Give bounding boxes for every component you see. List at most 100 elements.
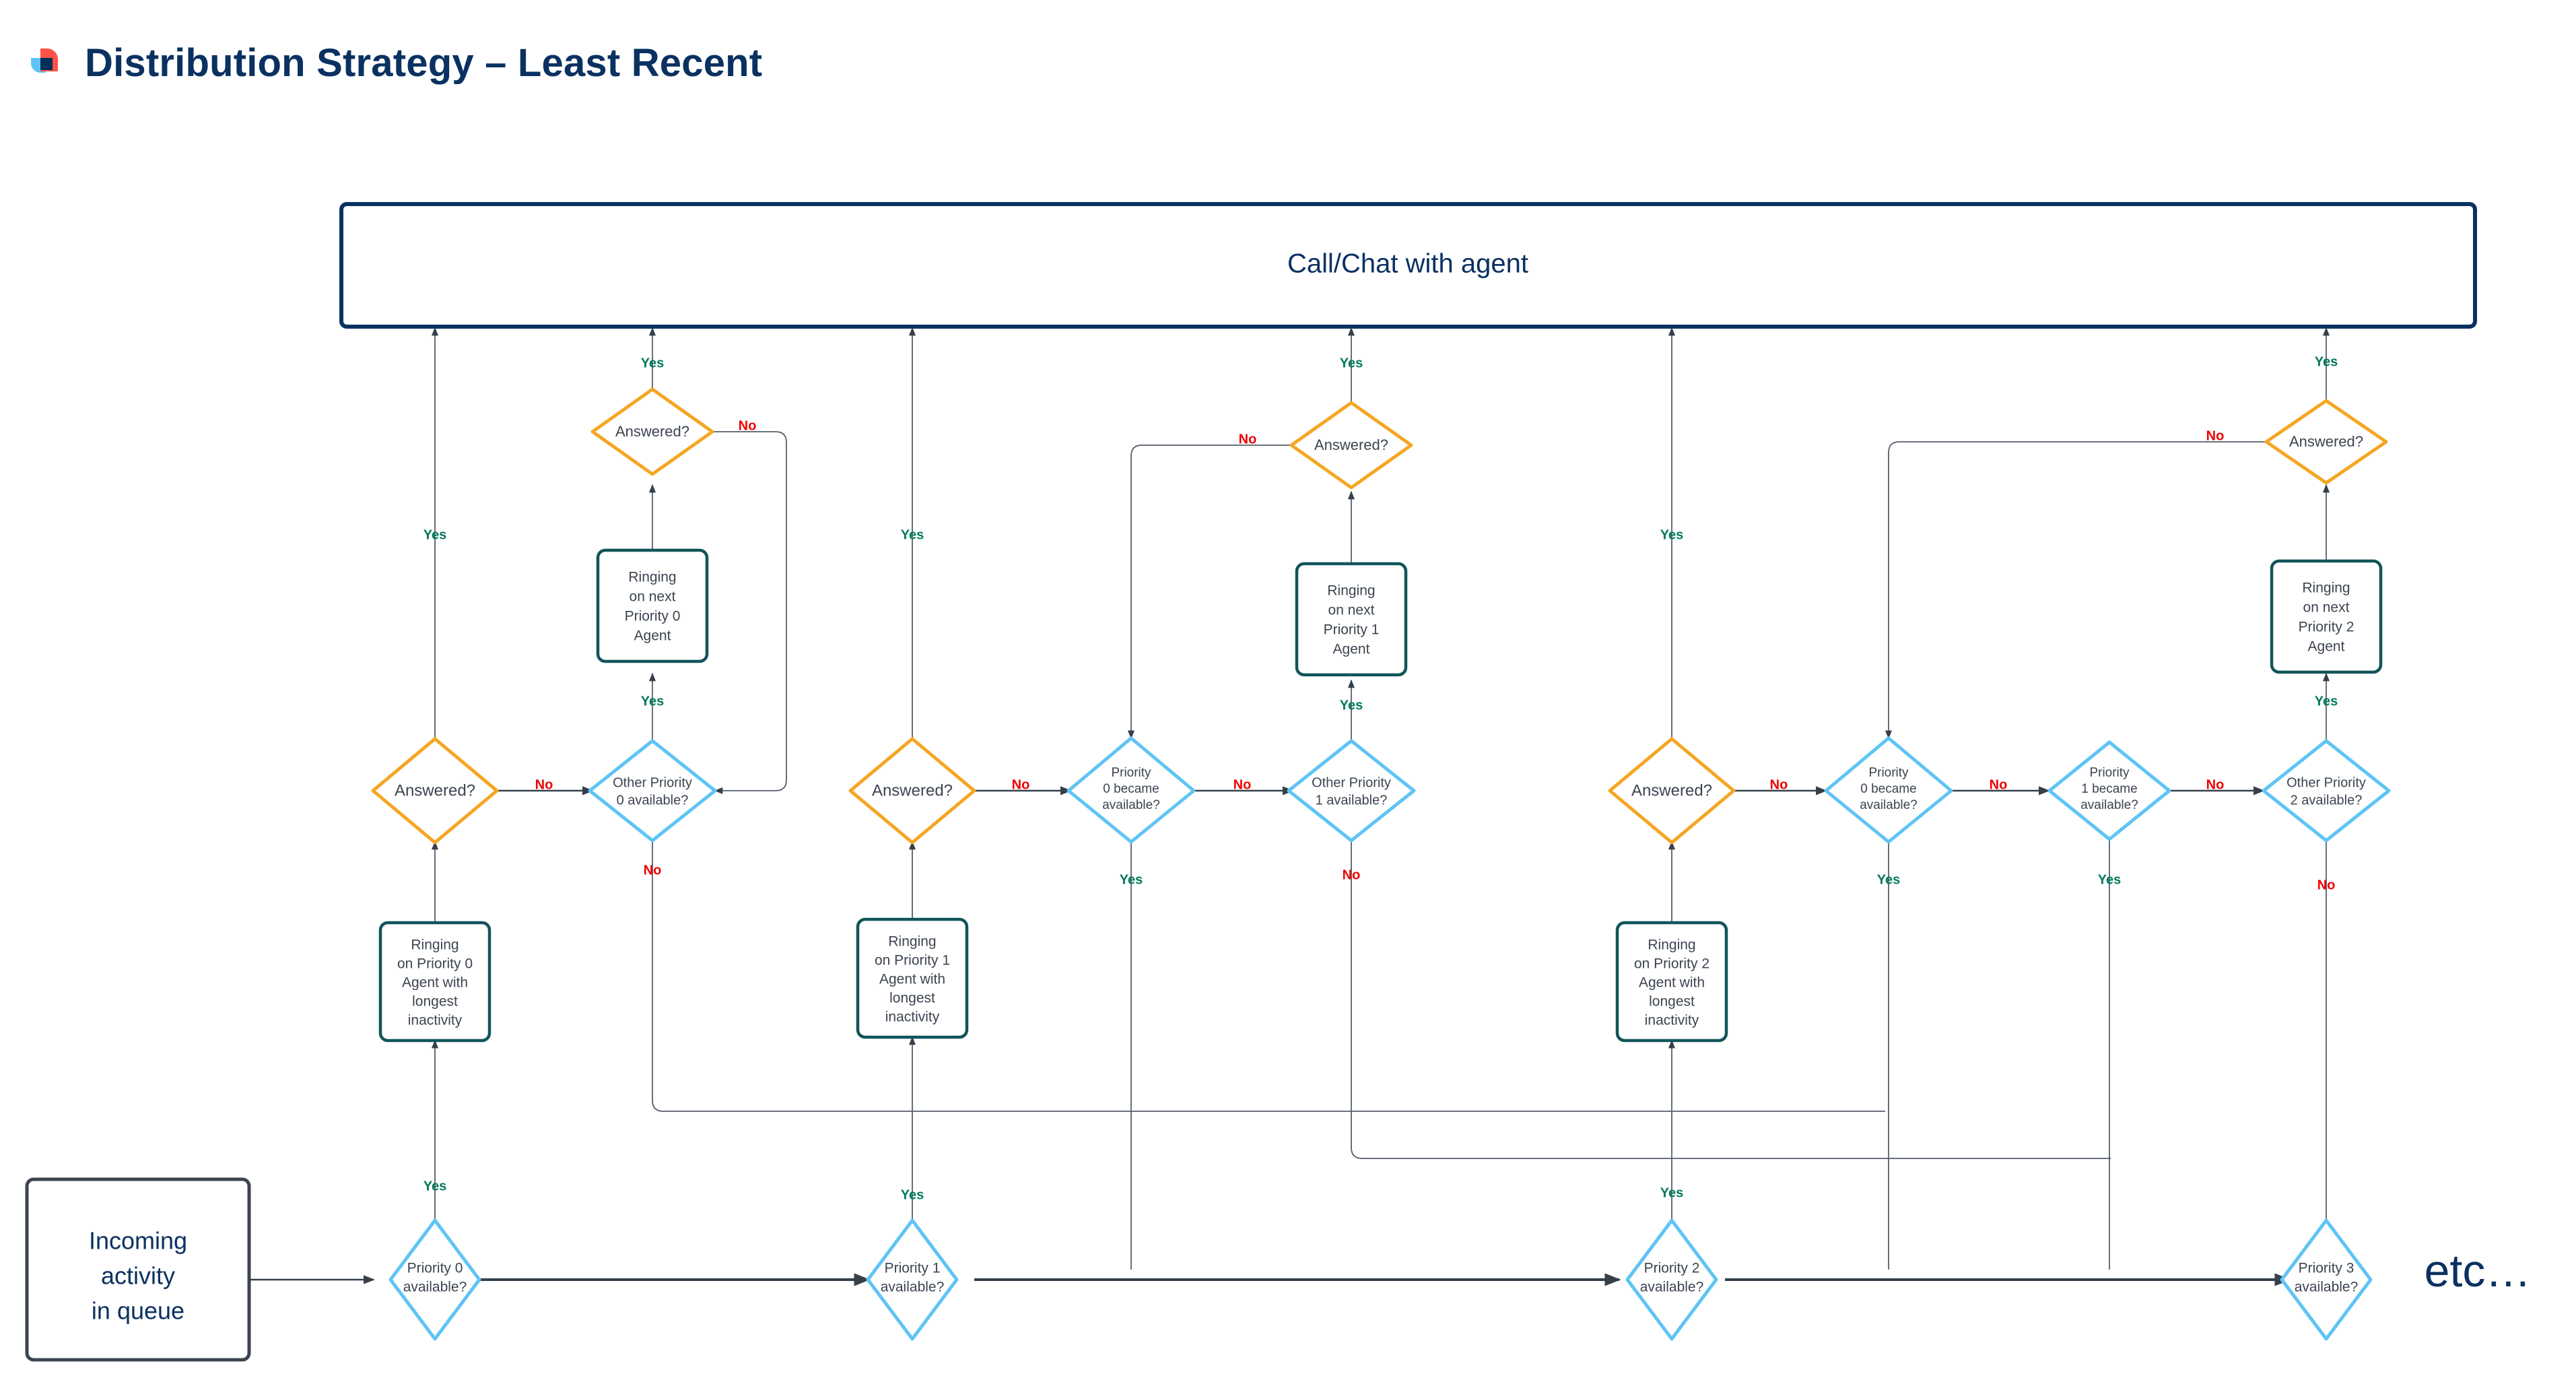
decision-other-priority-2-line-1: Other Priority: [2286, 775, 2366, 790]
lane-1-answered2-no-label: No: [1239, 432, 1257, 447]
process-ringing-priority-2-longest-line-1: Ringing: [1648, 938, 1695, 953]
lane-2-answered-no-label: No: [1770, 777, 1788, 792]
process-ringing-priority-1-longest-line-1: Ringing: [888, 934, 936, 950]
decision-p0-became-lane2-line-1: Priority: [1868, 766, 1909, 780]
process-ringing-priority-1-longest: Ringing on Priority 1 Agent with longest…: [856, 917, 969, 1039]
decision-answered-priority-0[interactable]: Answered?: [371, 737, 499, 845]
decision-priority-1-available-line-2: available?: [881, 1280, 945, 1295]
process-ringing-next-priority-2-line-1: Ringing: [2302, 581, 2350, 596]
lane-1-answered-no-label: No: [1012, 777, 1030, 792]
decision-priority-3-available-line-1: Priority 3: [2299, 1261, 2354, 1276]
process-ringing-priority-2-longest: Ringing on Priority 2 Agent with longest…: [1615, 921, 1728, 1043]
process-ringing-next-priority-1-line-2: on next: [1328, 603, 1375, 618]
decision-priority-0-became-available-lane1[interactable]: Priority 0 became available?: [1066, 736, 1196, 844]
process-ringing-priority-1-longest-line-3: Agent with: [879, 972, 945, 987]
decision-priority-2-available[interactable]: Priority 2 available?: [1625, 1218, 1718, 1341]
decision-answered-priority-2[interactable]: Answered?: [1608, 737, 1736, 845]
decision-answered-next-priority-0[interactable]: Answered?: [590, 387, 714, 476]
process-ringing-priority-0-longest-line-5: inactivity: [408, 1013, 463, 1028]
lane-0-other-no-label: No: [644, 863, 662, 878]
decision-p0-became-lane1-line-2: 0 became: [1103, 782, 1159, 796]
decision-other-priority-1-available[interactable]: Other Priority 1 available?: [1287, 739, 1416, 843]
lane-3-nodes: Priority 3 available?: [2280, 1218, 2373, 1341]
decision-p0-became-lane1-line-3: available?: [1102, 798, 1160, 812]
process-ringing-priority-0-longest-line-4: longest: [412, 994, 458, 1010]
decision-p0-became-lane2-line-2: 0 became: [1860, 782, 1916, 796]
decision-answered-next-priority-1-label: Answered?: [1314, 436, 1388, 453]
lane-2-p0became-yes-label: Yes: [1877, 872, 1900, 887]
decision-priority-2-available-line-1: Priority 2: [1644, 1261, 1700, 1276]
process-ringing-next-priority-2-line-2: on next: [2303, 600, 2350, 616]
lane-2-nodes: Priority 2 available? Ringing on Priorit…: [1608, 399, 2391, 1341]
process-ringing-next-priority-1-line-4: Agent: [1333, 642, 1370, 657]
lane-2-p1became-yes-label: Yes: [2098, 872, 2121, 887]
decision-answered-next-priority-1[interactable]: Answered?: [1289, 401, 1413, 490]
decision-answered-priority-2-label: Answered?: [1631, 781, 1712, 799]
lane-2-p1became-no-label: No: [2206, 777, 2225, 792]
lane-1-answered-yes-label: Yes: [901, 527, 924, 542]
process-ringing-next-priority-0: Ringing on next Priority 0 Agent: [596, 548, 709, 663]
lane-1-p0became-yes-label: Yes: [1120, 872, 1143, 887]
lane-2-other-yes-label: Yes: [2315, 694, 2338, 709]
process-ringing-priority-2-longest-line-5: inactivity: [1645, 1013, 1699, 1028]
process-ringing-priority-0-longest: Ringing on Priority 0 Agent with longest…: [378, 921, 492, 1043]
lane-0-answered-yes-label: Yes: [423, 527, 446, 542]
page-header: Distribution Strategy – Least Recent: [0, 0, 2576, 128]
decision-priority-0-available-line-1: Priority 0: [407, 1261, 463, 1276]
lane-2-p0became-no-label: No: [1990, 777, 2008, 792]
process-ringing-next-priority-1-line-1: Ringing: [1327, 583, 1375, 599]
process-ringing-priority-2-longest-line-4: longest: [1649, 994, 1695, 1010]
decision-other-priority-0-line-1: Other Priority: [613, 775, 692, 790]
lane-1-entry-yes-label: Yes: [901, 1187, 924, 1202]
lane-0-connectors: Yes Yes No Yes Yes No No: [423, 327, 1885, 1220]
lane-0-answered2-no-label: No: [739, 418, 757, 433]
lane-2-answered-yes-label: Yes: [1660, 527, 1683, 542]
lane-1-answered2-yes-label: Yes: [1340, 356, 1363, 370]
incoming-activity-line-2: activity: [101, 1262, 175, 1290]
process-ringing-priority-2-longest-line-2: on Priority 2: [1634, 956, 1709, 972]
decision-other-priority-0-available[interactable]: Other Priority 0 available?: [588, 739, 717, 843]
decision-priority-1-available-line-1: Priority 1: [885, 1261, 941, 1276]
decision-other-priority-2-available[interactable]: Other Priority 2 available?: [2262, 739, 2391, 843]
process-ringing-priority-2-longest-line-3: Agent with: [1639, 975, 1705, 991]
process-ringing-next-priority-0-line-1: Ringing: [628, 570, 676, 585]
decision-p0-became-lane2-line-3: available?: [1860, 798, 1918, 812]
decision-priority-0-available-line-2: available?: [403, 1280, 467, 1295]
decision-p0-became-lane1-line-1: Priority: [1111, 766, 1151, 780]
lane-1-p0became-no-label: No: [1233, 777, 1252, 792]
process-ringing-priority-0-longest-line-3: Agent with: [402, 975, 468, 991]
decision-priority-1-available[interactable]: Priority 1 available?: [866, 1218, 959, 1341]
call-chat-with-agent-box: Call/Chat with agent: [339, 202, 2477, 329]
lane-0-other-yes-label: Yes: [641, 694, 664, 709]
lane-0-nodes: Priority 0 available? Ringing on Priorit…: [371, 387, 717, 1341]
lane-1-other-yes-label: Yes: [1340, 698, 1363, 713]
page-title: Distribution Strategy – Least Recent: [85, 41, 763, 85]
process-ringing-priority-1-longest-line-4: longest: [889, 991, 935, 1006]
decision-priority-0-became-available-lane2[interactable]: Priority 0 became available?: [1824, 736, 1953, 844]
decision-answered-next-priority-2[interactable]: Answered?: [2264, 399, 2388, 485]
decision-p1-became-lane2-line-1: Priority: [2089, 766, 2130, 780]
decision-answered-next-priority-0-label: Answered?: [615, 423, 689, 440]
process-ringing-next-priority-1: Ringing on next Priority 1 Agent: [1295, 562, 1408, 677]
incoming-activity-line-1: Incoming: [89, 1227, 187, 1255]
process-ringing-next-priority-0-line-4: Agent: [634, 628, 671, 644]
process-ringing-next-priority-2-line-4: Agent: [2308, 639, 2345, 655]
decision-answered-priority-1[interactable]: Answered?: [848, 737, 976, 845]
process-ringing-next-priority-2: Ringing on next Priority 2 Agent: [2270, 559, 2383, 674]
ringcentral-logo-icon: [31, 48, 58, 73]
process-ringing-priority-1-longest-line-5: inactivity: [885, 1010, 940, 1025]
process-ringing-next-priority-2-line-3: Priority 2: [2299, 620, 2354, 635]
decision-priority-1-became-available-lane2[interactable]: Priority 1 became available?: [2047, 740, 2171, 841]
decision-answered-priority-0-label: Answered?: [395, 781, 475, 799]
decision-priority-3-available[interactable]: Priority 3 available?: [2280, 1218, 2373, 1341]
process-ringing-priority-0-longest-line-2: on Priority 0: [397, 956, 473, 972]
process-ringing-next-priority-0-line-3: Priority 0: [625, 609, 681, 624]
process-ringing-next-priority-0-line-2: on next: [630, 589, 676, 605]
lane-0-answered-no-label: No: [535, 777, 553, 792]
decision-p1-became-lane2-line-3: available?: [2080, 798, 2138, 812]
decision-priority-0-available[interactable]: Priority 0 available?: [388, 1218, 481, 1341]
lane-1-nodes: Priority 1 available? Ringing on Priorit…: [848, 401, 1416, 1341]
lane-0-entry-yes-label: Yes: [423, 1179, 446, 1193]
incoming-activity-box: Incoming activity in queue: [25, 1177, 251, 1362]
